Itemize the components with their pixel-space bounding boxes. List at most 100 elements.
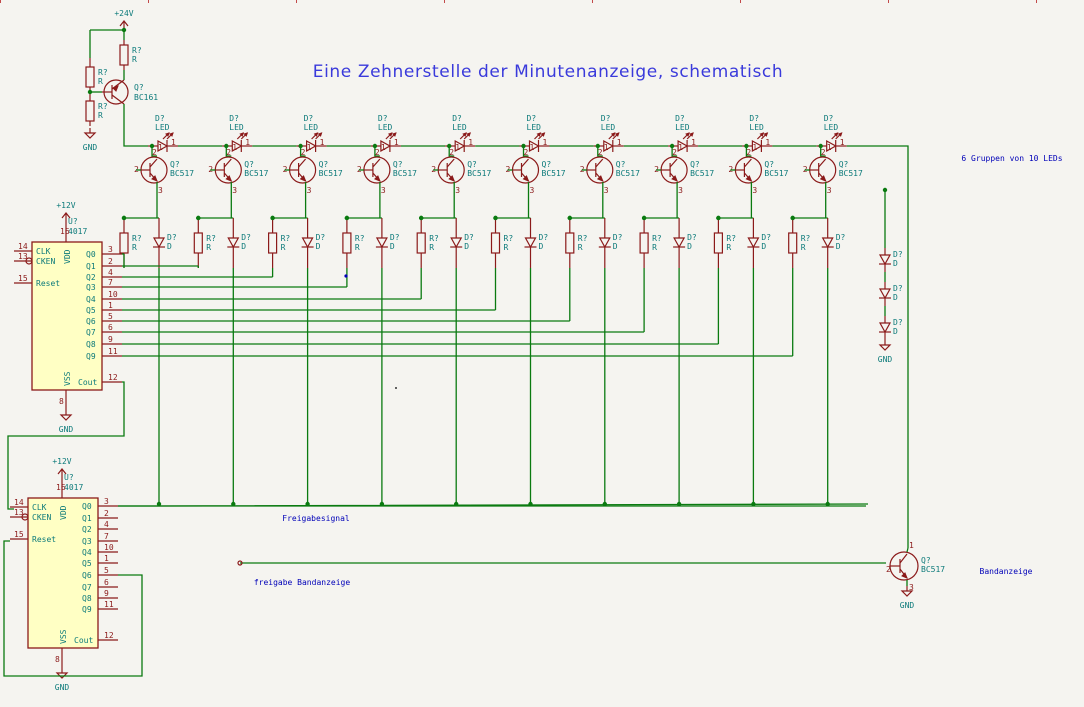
ic-pin-number: 5 <box>108 312 113 321</box>
diode-value: D <box>241 242 246 251</box>
resistor-ref: R? <box>132 234 142 243</box>
transistor-bc517-3: Q?BC517 <box>363 156 417 184</box>
transistor-arrow <box>151 175 158 182</box>
transistor-ref: Q? <box>170 160 180 169</box>
diode-value: D <box>893 293 898 302</box>
ic-pin-number: 11 <box>108 347 118 356</box>
transistor-model: BC517 <box>393 169 417 178</box>
gnd-triangle <box>59 414 73 421</box>
resistor-r-9: R?R <box>788 218 811 268</box>
led-ref: D? <box>824 114 834 123</box>
resistor-body <box>119 44 129 66</box>
diode-ref: D? <box>539 233 549 242</box>
ic-body <box>31 241 103 391</box>
gnd-label: GND <box>83 143 98 152</box>
pin-number: 3 <box>455 186 460 195</box>
pin-number: 1 <box>530 143 535 152</box>
diode-ref: D? <box>893 250 903 259</box>
diode-triangle <box>598 237 611 249</box>
resistor-ref: R? <box>652 234 662 243</box>
transistor-collector <box>595 158 604 168</box>
transistor-bc517-8: Q?BC517 <box>734 156 789 184</box>
diode-d-0: D?D <box>152 218 177 268</box>
resistor-r-5: R?R <box>490 218 513 268</box>
transistor-ref: Q? <box>244 160 254 169</box>
diode-triangle <box>747 237 760 249</box>
ic-pin-name: Q7 <box>86 328 96 337</box>
diode-ref: D? <box>893 318 903 327</box>
pin-number: 3 <box>530 186 535 195</box>
transistor-arrow <box>745 175 753 182</box>
led-pin-number: 1 <box>171 138 176 147</box>
frame-tick <box>888 0 889 3</box>
diode-d-7: D?D <box>673 218 697 268</box>
transistor-ref: Q? <box>839 160 849 169</box>
transistor-collector <box>111 94 125 105</box>
led-ref: D? <box>527 114 537 123</box>
transistor-bc517-1: Q?BC517 <box>214 156 269 184</box>
ic-pin-name: CKEN <box>32 513 51 522</box>
transistor-ref: Q? <box>690 160 700 169</box>
resistor-value: R <box>281 243 286 252</box>
gnd-symbol: GND <box>900 586 914 610</box>
gnd-symbol: GND <box>59 410 73 434</box>
ic-pin-name: Q6 <box>86 317 96 326</box>
resistor-ref: R? <box>132 46 142 55</box>
power-arrow <box>119 20 129 27</box>
transistor-ref: Q? <box>393 160 403 169</box>
transistor-model: BC517 <box>839 169 863 178</box>
resistor-value: R <box>132 55 137 64</box>
resistor-r-8: R?R <box>713 218 736 268</box>
note-bandanzeige: Bandanzeige <box>980 567 1033 576</box>
diode-triangle <box>375 237 388 249</box>
pin-number: 1 <box>909 541 914 550</box>
ic-4017-upper: U?401716VDD8VSS14CLK13CKEN15ResetQ03Q12Q… <box>14 201 122 434</box>
transistor-bc517-5: Q?BC517 <box>511 156 566 184</box>
diode-triangle <box>673 237 686 249</box>
ic-pin-number: 7 <box>104 532 109 541</box>
resistor-value: R <box>98 77 103 86</box>
transistor-collector <box>818 158 827 168</box>
ic-pin-number: 2 <box>108 257 113 266</box>
led-arrowhead <box>387 132 393 137</box>
ic-pin-number: 16 <box>56 483 66 492</box>
junction-dot <box>716 215 721 221</box>
ic-pin-number: 15 <box>14 530 24 539</box>
led-value: LED <box>601 123 616 132</box>
ic-pin-number: 9 <box>104 589 109 598</box>
resistor-r-4: R?R <box>416 218 439 268</box>
wire-collector <box>299 146 306 157</box>
led-triangle <box>231 139 243 153</box>
led-triangle <box>677 139 689 153</box>
diode-value: D <box>613 242 618 251</box>
led-pin-number: 2 <box>375 148 380 157</box>
transistor-arrow <box>522 175 530 182</box>
led-pin-number: 1 <box>543 138 548 147</box>
resistor-r-left-lower: R?R <box>85 96 108 126</box>
led-triangle <box>826 139 837 153</box>
led-arrowhead <box>536 132 542 137</box>
led-arrowhead <box>610 132 616 137</box>
pin-number: 3 <box>604 186 609 195</box>
frame-tick <box>296 0 297 3</box>
pin-number: 1 <box>158 143 163 152</box>
diode-ref: D? <box>316 233 326 242</box>
diode-value: D <box>687 242 692 251</box>
diode-triangle <box>227 237 240 249</box>
transistor-model: BC517 <box>690 169 714 178</box>
led-triangle <box>528 139 540 153</box>
transistor-bc517-4: Q?BC517 <box>437 156 491 184</box>
wire-collector <box>522 146 529 157</box>
led-triangle <box>603 139 615 153</box>
transistor-model: BC517 <box>170 169 194 178</box>
series-diode-2: D?D <box>878 282 903 306</box>
ic-pin-number: 11 <box>104 600 114 609</box>
diode-ref: D? <box>167 233 177 242</box>
wire-led-chain-end <box>846 145 909 548</box>
